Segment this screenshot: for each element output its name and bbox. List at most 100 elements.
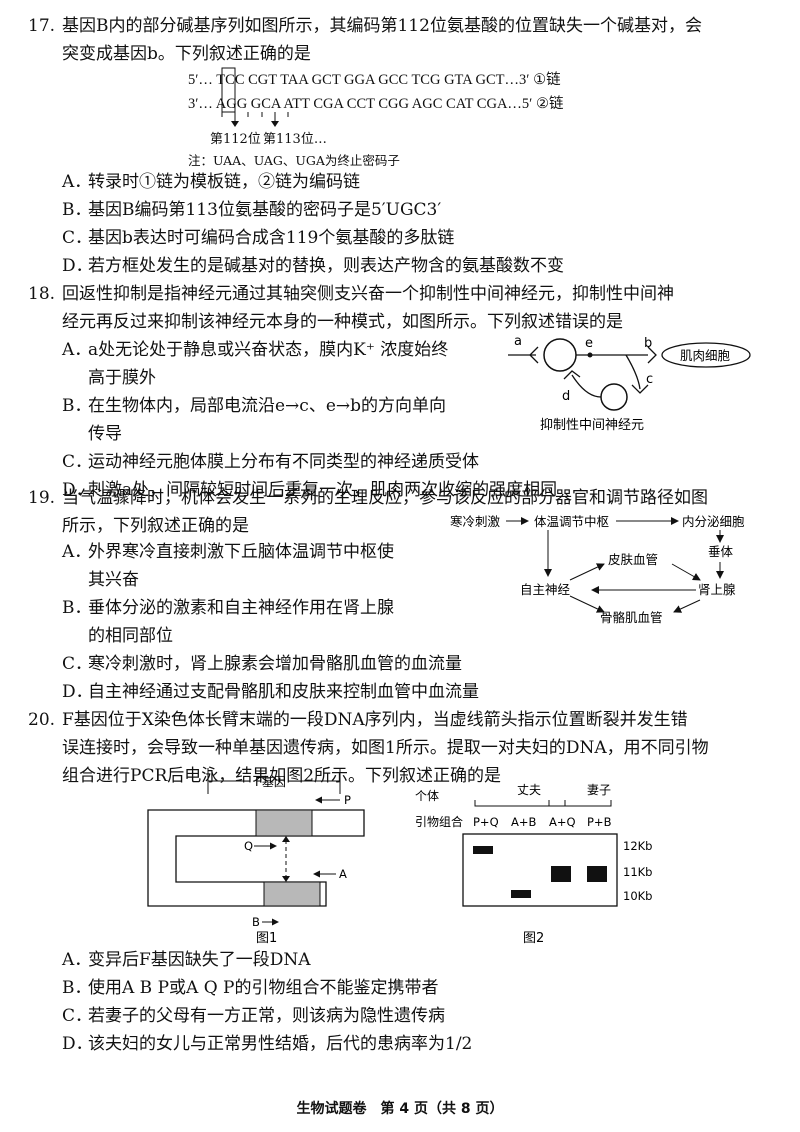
option-19b: B．垂体分泌的激素和自主神经作用在肾上腺的相同部位 — [62, 598, 394, 646]
lane-label: A+B — [511, 815, 537, 829]
option-18d: D．刺激a处，间隔较短时间后重复一次，肌肉两次收缩的强度相同 — [62, 480, 558, 500]
option-17d: D．若方框处发生的是碱基对的替换，则表达产物含的氨基酸数不变 — [62, 256, 564, 276]
question-text: 当气温骤降时，机体会发生一系列的生理反应，参与该反应的部分器官和调节路径如图 — [62, 488, 708, 508]
figure-2: 个体 丈夫 妻子 引物组合 P+Q A+B A+Q P+B 12Kb 11Kb … — [415, 783, 652, 946]
question-20: 20. F基因位于X染色体长臂末端的一段DNA序列内，当虚线箭头指示位置断裂并发生… — [28, 706, 778, 790]
label-inhibitory: 抑制性中间神经元 — [540, 418, 644, 433]
band-pb-wife — [587, 866, 607, 882]
option-20c: C．若妻子的父母有一方正常，则该病为隐性遗传病 — [62, 1006, 445, 1026]
option-20d: D．该夫妇的女儿与正常男性结婚，后代的患病率为1/2 — [62, 1034, 473, 1054]
node-pituitary: 垂体 — [708, 544, 734, 559]
option-18b: B．在生物体内，局部电流沿e→c、e→b的方向单向传导 — [62, 396, 447, 444]
node-muscle-vessel: 骨骼肌血管 — [600, 610, 663, 625]
option-17b: B．基因B编码第113位氨基酸的密码子是5′UGC3′ — [62, 200, 442, 220]
note: 注：UAA、UAG、UGA为终止密码子 — [188, 153, 400, 168]
wife-bracket — [548, 800, 612, 807]
question-text: 经元再反过来抑制该神经元本身的一种模式，如图所示。下列叙述错误的是 — [62, 312, 623, 332]
label-q: Q — [244, 839, 253, 853]
label-pos-112: 第112位 — [210, 132, 261, 147]
question-number: 20. — [28, 710, 56, 730]
dna-strand-2: 3′… AGG GCA ATT CGA CCT CGG AGC CAT CGA…… — [188, 96, 564, 112]
label-f-gene: F基因 — [255, 775, 286, 789]
label-wife: 妻子 — [587, 783, 611, 797]
break-arrow-up — [282, 836, 290, 842]
label-a: A — [339, 867, 347, 881]
synapse-d — [563, 370, 581, 380]
inhibitory-neuron — [600, 383, 628, 411]
question-19: 19. 当气温骤降时，机体会发生一系列的生理反应，参与该反应的部分器官和调节路径如… — [28, 484, 778, 540]
arrow-head — [231, 121, 239, 127]
node-skin-vessel: 皮肤血管 — [608, 552, 658, 567]
caption-fig-1: 图1 — [256, 931, 277, 946]
inhibitory-axon — [571, 374, 602, 398]
caption-fig-2: 图2 — [523, 931, 544, 946]
option-20b: B．使用A B P或A Q P的引物组合不能鉴定携带者 — [62, 978, 439, 998]
question-18: 18.回返性抑制是指神经元通过其轴突侧支兴奋一个抑制性中间神经元，抑制性中间神 … — [28, 280, 778, 336]
label-b: b — [644, 336, 652, 351]
arrow — [569, 595, 605, 613]
size-marker: 11Kb — [623, 865, 652, 879]
question-text: F基因位于X染色体长臂末端的一段DNA序列内，当虚线箭头指示位置断裂并发生错 — [62, 710, 688, 730]
question-text: 所示，下列叙述正确的是 — [62, 516, 249, 536]
label-c: c — [646, 372, 653, 387]
muscle-cell — [661, 342, 751, 368]
label-e: e — [585, 336, 593, 351]
question-number: 18. — [28, 284, 56, 304]
motor-neuron — [543, 338, 577, 372]
collateral — [625, 354, 641, 390]
chromosome-outline — [147, 809, 365, 907]
question-number: 17. — [28, 16, 56, 36]
deletion-box — [221, 67, 236, 113]
option-18c: C．运动神经元胞体膜上分布有不同类型的神经递质受体 — [62, 452, 479, 472]
arrow-head — [271, 121, 279, 127]
option-17a: A．转录时①链为模板链，②链为编码链 — [62, 172, 360, 192]
point-e — [587, 352, 593, 358]
gene-segment-bottom — [263, 881, 321, 907]
label-muscle: 肌肉细胞 — [680, 348, 731, 363]
lane-label: P+Q — [473, 815, 499, 829]
label-b: B — [252, 915, 260, 929]
label-primer: 引物组合 — [415, 814, 463, 829]
gel-frame — [462, 833, 618, 907]
regulation-diagram: 寒冷刺激 体温调节中枢 内分泌细胞 垂体 肾上腺 自主神经 皮肤血管 骨骼肌血管 — [450, 514, 745, 625]
node-autonomic: 自主神经 — [520, 582, 571, 597]
figure-1: F基因 P Q A B 图1 — [147, 768, 365, 946]
neuron-diagram: a e b 肌肉细胞 c d 抑制性中间神经元 — [508, 334, 751, 433]
label-husband: 丈夫 — [517, 783, 541, 797]
question-number: 19. — [28, 488, 56, 508]
arrow — [569, 563, 605, 581]
label-d: d — [562, 389, 570, 404]
label-p: P — [344, 793, 351, 807]
question-text: 组合进行PCR后电泳，结果如图2所示。下列叙述正确的是 — [62, 766, 502, 786]
break-arrow-down — [282, 876, 290, 882]
husband-bracket — [474, 800, 566, 807]
option-19c: C．寒冷刺激时，肾上腺素会增加骨骼肌血管的血流量 — [62, 654, 462, 674]
band-aq-wife — [551, 866, 571, 882]
sequence-markers — [221, 67, 289, 127]
label-a: a — [514, 334, 522, 349]
option-19d: D．自主神经通过支配骨骼肌和皮肤来控制血管中血流量 — [62, 682, 479, 702]
gene-segment-top — [255, 809, 313, 837]
node-adrenal: 肾上腺 — [698, 582, 736, 597]
node-endocrine: 内分泌细胞 — [682, 514, 745, 529]
option-19a: A．外界寒冷直接刺激下丘脑体温调节中枢使其兴奋 — [62, 542, 394, 590]
question-text: 基因B内的部分碱基序列如图所示，其编码第112位氨基酸的位置缺失一个碱基对，会 — [62, 16, 702, 36]
size-marker: 10Kb — [623, 889, 652, 903]
question-text: 误连接时，会导致一种单基因遗传病，如图1所示。提取一对夫妇的DNA，用不同引物 — [62, 738, 709, 758]
label-pos-113: 第113位… — [263, 132, 327, 147]
option-20a: A．变异后F基因缺失了一段DNA — [62, 950, 311, 970]
synapse-c — [631, 384, 649, 394]
band-ab-husband — [511, 890, 531, 898]
dna-strand-1: 5′… TCC CGT TAA GCT GGA GCC TCG GTA GCT…… — [188, 72, 561, 88]
node-center: 体温调节中枢 — [534, 514, 609, 529]
synapse-b — [647, 346, 657, 364]
arrow — [673, 599, 701, 613]
size-marker: 12Kb — [623, 839, 652, 853]
question-17: 17. 基因B内的部分碱基序列如图所示，其编码第112位氨基酸的位置缺失一个碱基对… — [28, 12, 778, 68]
arrow — [671, 563, 701, 581]
page-footer: 生物试题卷 第 4 页（共 8 页） — [296, 1101, 504, 1117]
lane-label: P+B — [587, 815, 612, 829]
band-pq-husband — [473, 846, 493, 854]
option-17c: C．基因b表达时可编码合成含119个氨基酸的多肽链 — [62, 228, 455, 248]
option-18a: A．a处无论处于静息或兴奋状态，膜内K⁺ 浓度始终高于膜外 — [62, 340, 449, 388]
